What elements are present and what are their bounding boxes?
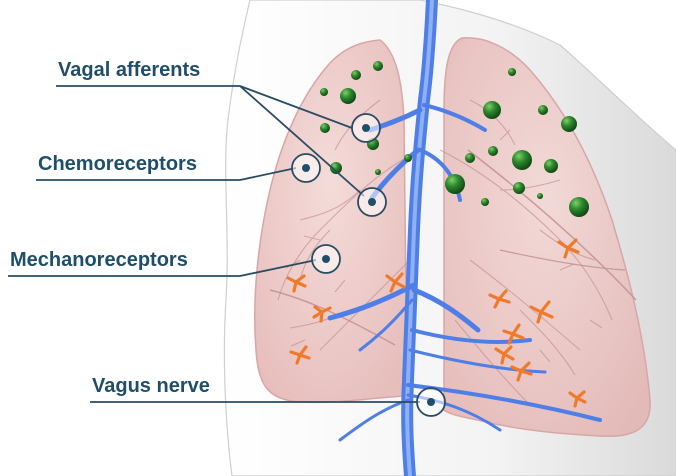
chemoreceptor-sphere-icon (544, 159, 558, 173)
chemoreceptor-sphere-icon (513, 182, 525, 194)
chemoreceptors-label: Chemoreceptors (38, 152, 197, 176)
chemoreceptor-sphere-icon (404, 154, 412, 162)
target-marker (352, 114, 380, 142)
chemoreceptor-sphere-icon (488, 146, 498, 156)
target-marker (312, 245, 340, 273)
chemoreceptor-sphere-icon (465, 153, 475, 163)
target-marker (292, 154, 320, 182)
chemoreceptor-sphere-icon (320, 123, 330, 133)
chemoreceptor-sphere-icon (445, 174, 465, 194)
chemoreceptor-sphere-icon (512, 150, 532, 170)
target-marker (417, 388, 445, 416)
mechanoreceptors-label: Mechanoreceptors (10, 248, 188, 272)
chemoreceptor-sphere-icon (351, 70, 361, 80)
chemoreceptor-sphere-icon (508, 68, 516, 76)
vagus-nerve-label: Vagus nerve (92, 374, 210, 398)
target-marker (358, 188, 386, 216)
chemoreceptor-sphere-icon (320, 88, 328, 96)
chemoreceptor-sphere-icon (340, 88, 356, 104)
chemoreceptor-sphere-icon (561, 116, 577, 132)
chemoreceptor-sphere-icon (481, 198, 489, 206)
chemoreceptor-sphere-icon (569, 197, 589, 217)
chemoreceptor-sphere-icon (538, 105, 548, 115)
vagal-afferents-label: Vagal afferents (58, 58, 200, 82)
chemoreceptor-sphere-icon (373, 61, 383, 71)
chemoreceptor-sphere-icon (483, 101, 501, 119)
chemoreceptor-sphere-icon (537, 193, 543, 199)
chemoreceptor-sphere-icon (375, 169, 381, 175)
